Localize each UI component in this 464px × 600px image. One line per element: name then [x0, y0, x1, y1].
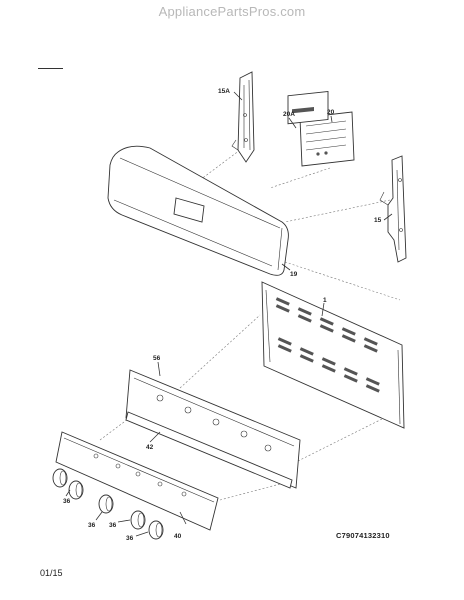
page-date: 01/15 [40, 568, 63, 578]
watermark: AppliancePartsPros.com [158, 4, 306, 19]
part-20-control-board [287, 91, 355, 167]
part-label-56: 56 [153, 355, 161, 362]
part-1-rear-panel [261, 281, 405, 429]
part-40-front-control-panel [55, 431, 219, 531]
knob [68, 480, 84, 500]
part-label-36: 36 [88, 522, 96, 529]
part-label-36: 36 [63, 498, 71, 505]
part-label-42: 42 [146, 444, 154, 451]
part-label-19: 19 [290, 271, 298, 278]
part-label-20: 20 [327, 109, 335, 116]
knob [52, 468, 68, 488]
part-15-end-bracket [379, 155, 407, 263]
header-rule [38, 68, 63, 69]
part-label-15: 15 [374, 217, 382, 224]
knob [130, 510, 146, 530]
part-36-knobs [52, 468, 164, 540]
part-42-heat-shield [125, 411, 293, 489]
part-label-20a: 20A [283, 111, 295, 118]
part-label-15a: 15A [218, 88, 230, 95]
knob [98, 494, 114, 514]
part-label-40: 40 [174, 533, 182, 540]
knob [148, 520, 164, 540]
part-label-36: 36 [109, 522, 117, 529]
part-15a-end-bracket [231, 71, 255, 163]
part-19-control-panel [107, 145, 289, 276]
diagram-code: C79074132310 [336, 531, 390, 540]
part-label-36: 36 [126, 535, 134, 542]
part-label-1: 1 [323, 297, 327, 304]
